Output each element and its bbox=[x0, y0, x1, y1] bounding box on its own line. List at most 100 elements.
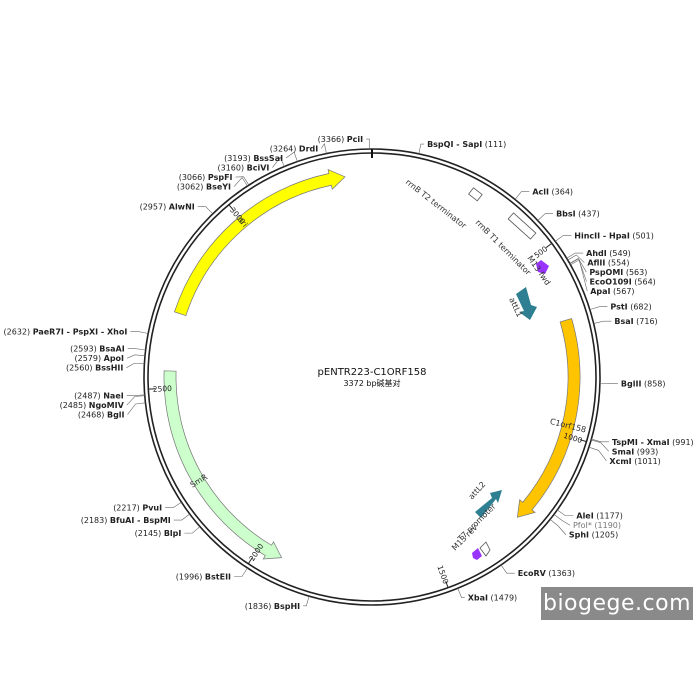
site-name: AlwNI bbox=[169, 203, 195, 212]
backbone bbox=[143, 148, 601, 606]
restriction-site: PspOMI (563) bbox=[589, 268, 647, 277]
restriction-site: (2593) BsaAI bbox=[70, 345, 125, 354]
watermark-logo: biogege.com bbox=[541, 587, 693, 620]
site-position: (993) bbox=[634, 447, 658, 456]
attl1-arrow bbox=[516, 287, 537, 320]
site-position: (2957) bbox=[140, 203, 169, 212]
site-leader bbox=[234, 567, 248, 577]
restriction-site: ApaI (567) bbox=[590, 287, 634, 296]
feature-smr bbox=[163, 370, 283, 560]
restriction-site: BspQI - SapI (111) bbox=[427, 140, 506, 149]
site-position: (2145) bbox=[135, 529, 164, 538]
restriction-site: PfoI* (1190) bbox=[573, 521, 621, 530]
restriction-site: TspMI - XmaI (991) bbox=[612, 438, 694, 447]
site-position: (437) bbox=[576, 210, 600, 219]
site-leader bbox=[197, 206, 213, 215]
site-leader bbox=[514, 191, 530, 200]
site-leader bbox=[549, 519, 567, 535]
site-position: (1996) bbox=[176, 572, 205, 581]
site-position: (3160) bbox=[218, 164, 247, 173]
restriction-site: EcoRV (1363) bbox=[518, 569, 575, 578]
site-leader bbox=[418, 143, 425, 154]
restriction-site: BbsI (437) bbox=[556, 210, 600, 219]
site-leader bbox=[165, 501, 182, 509]
tick-1000 bbox=[579, 439, 587, 443]
site-position: (3066) bbox=[179, 173, 208, 182]
restriction-site: (2487) NaeI bbox=[74, 392, 124, 401]
site-leader bbox=[235, 176, 250, 186]
site-leader bbox=[457, 588, 465, 598]
site-leader bbox=[127, 402, 146, 415]
site-name: AflII bbox=[587, 259, 605, 268]
site-name: BsaI bbox=[614, 317, 633, 326]
site-leader bbox=[589, 306, 608, 310]
site-position: (2485) bbox=[60, 401, 89, 410]
rrnb-t2-terminator-box bbox=[468, 187, 483, 202]
plasmid-size-value: 3372 bp bbox=[343, 379, 376, 388]
restriction-site: (2485) NgoMIV bbox=[60, 401, 125, 410]
site-leader bbox=[184, 526, 201, 534]
site-leader bbox=[555, 235, 572, 242]
site-position: (991) bbox=[670, 438, 694, 447]
site-name: BciVI bbox=[247, 164, 270, 173]
site-leader bbox=[173, 513, 190, 521]
m13-rev-arrow bbox=[472, 548, 482, 560]
site-name: PspFI bbox=[208, 173, 233, 182]
tick-3000 bbox=[228, 204, 234, 211]
site-name: AleI bbox=[576, 512, 593, 521]
site-name: DrdI bbox=[299, 145, 318, 154]
site-name: BssHII bbox=[95, 364, 123, 373]
site-name: BssSaI bbox=[253, 154, 283, 163]
restriction-site: AclI (364) bbox=[532, 188, 573, 197]
site-leader bbox=[500, 564, 515, 574]
restriction-site: (3160) BciVI bbox=[218, 164, 270, 173]
feature-ori bbox=[174, 169, 346, 317]
restriction-site: AflII (554) bbox=[587, 259, 629, 268]
site-position: (2593) bbox=[70, 345, 99, 354]
restriction-site: XcmI (1011) bbox=[609, 457, 660, 466]
m13-fwd-arrow bbox=[536, 260, 549, 274]
site-name: BspHI bbox=[274, 602, 300, 611]
site-leader bbox=[553, 514, 571, 526]
site-leader bbox=[126, 354, 146, 359]
site-position: (3366) bbox=[318, 135, 347, 144]
site-name: NgoMIV bbox=[89, 401, 125, 410]
site-position: (564) bbox=[632, 278, 656, 287]
attl2-arrow bbox=[475, 490, 502, 518]
restriction-site: (2468) BglI bbox=[78, 411, 125, 420]
tick-label-2500: 2500 bbox=[153, 384, 173, 394]
site-leader bbox=[566, 252, 584, 259]
site-position: (2487) bbox=[74, 392, 103, 401]
site-name: HincII - HpaI bbox=[574, 231, 630, 240]
site-position: (554) bbox=[605, 259, 629, 268]
restriction-site: (1996) BstEII bbox=[176, 572, 231, 581]
site-name: BspQI - SapI bbox=[427, 140, 482, 149]
site-name: PaeR7I - PspXI - XhoI bbox=[33, 328, 128, 337]
restriction-site: SmaI (993) bbox=[612, 447, 659, 456]
site-position: (3193) bbox=[224, 154, 253, 163]
site-name: EcoO109I bbox=[590, 278, 632, 287]
tick-2000 bbox=[247, 557, 253, 565]
site-position: (1363) bbox=[546, 569, 575, 578]
site-position: (2632) bbox=[4, 328, 33, 337]
site-name: BglII bbox=[621, 380, 642, 389]
site-name: PfoI* bbox=[573, 521, 592, 530]
site-leader bbox=[320, 143, 327, 154]
site-name: BfuAI - BspMI bbox=[110, 516, 171, 525]
restriction-site: PstI (682) bbox=[610, 303, 651, 312]
restriction-site: (3264) DrdI bbox=[270, 145, 318, 154]
plasmid-title-block: pENTR223-C1ORF158 3372 bp碱基对 bbox=[318, 367, 427, 388]
site-name: SphI bbox=[569, 531, 589, 540]
site-name: BstEII bbox=[205, 572, 231, 581]
site-position: (1190) bbox=[592, 521, 621, 530]
site-position: (1479) bbox=[488, 594, 517, 603]
site-position: (111) bbox=[482, 140, 506, 149]
site-leader bbox=[366, 138, 370, 150]
site-position: (1836) bbox=[245, 602, 274, 611]
restriction-site: EcoO109I (564) bbox=[590, 278, 656, 287]
restriction-site: (2957) AlwNI bbox=[140, 203, 195, 212]
site-leader bbox=[127, 348, 146, 351]
restriction-site: BsaI (716) bbox=[614, 317, 657, 326]
site-leader bbox=[233, 177, 248, 187]
